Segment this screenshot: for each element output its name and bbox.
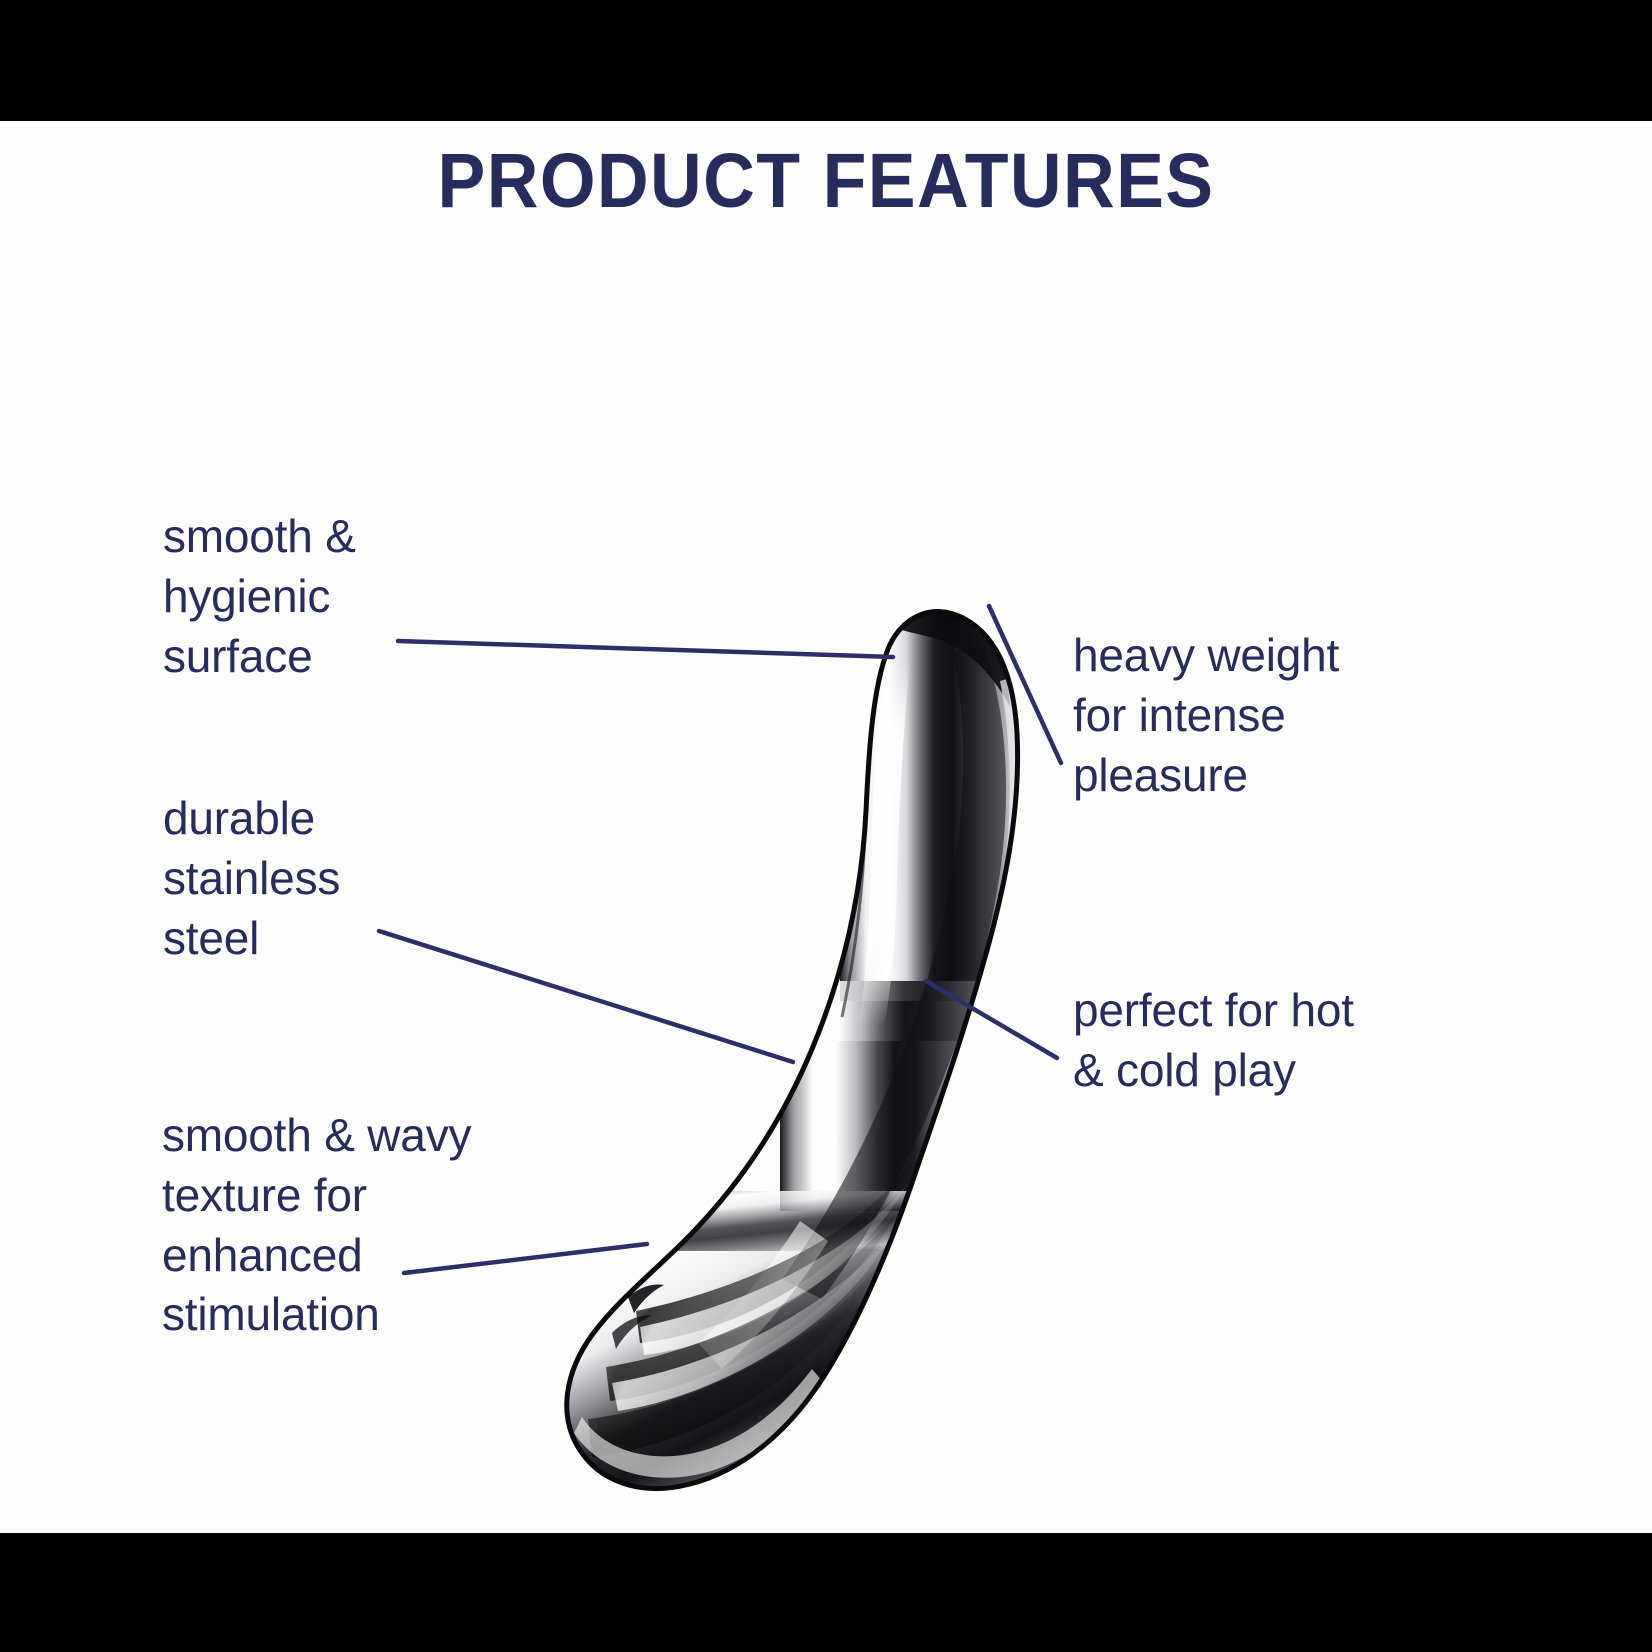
callout-durable-stainless-steel: durable stainless steel — [163, 792, 341, 964]
page-title: PRODUCT FEATURES — [437, 138, 1215, 224]
callout-perfect-hot-cold-play: perfect for hot & cold play — [1073, 984, 1354, 1096]
letterbox-bottom — [0, 1533, 1652, 1652]
feature-diagram-canvas: PRODUCT FEATURES — [0, 121, 1652, 1533]
callout-heavy-weight-intense-pleasure: heavy weight for intense pleasure — [1073, 629, 1340, 801]
callout-smooth-hygienic-surface: smooth & hygienic surface — [163, 510, 356, 682]
callout-smooth-wavy-texture: smooth & wavy texture for enhanced stimu… — [162, 1109, 472, 1341]
letterbox-top — [0, 0, 1652, 121]
